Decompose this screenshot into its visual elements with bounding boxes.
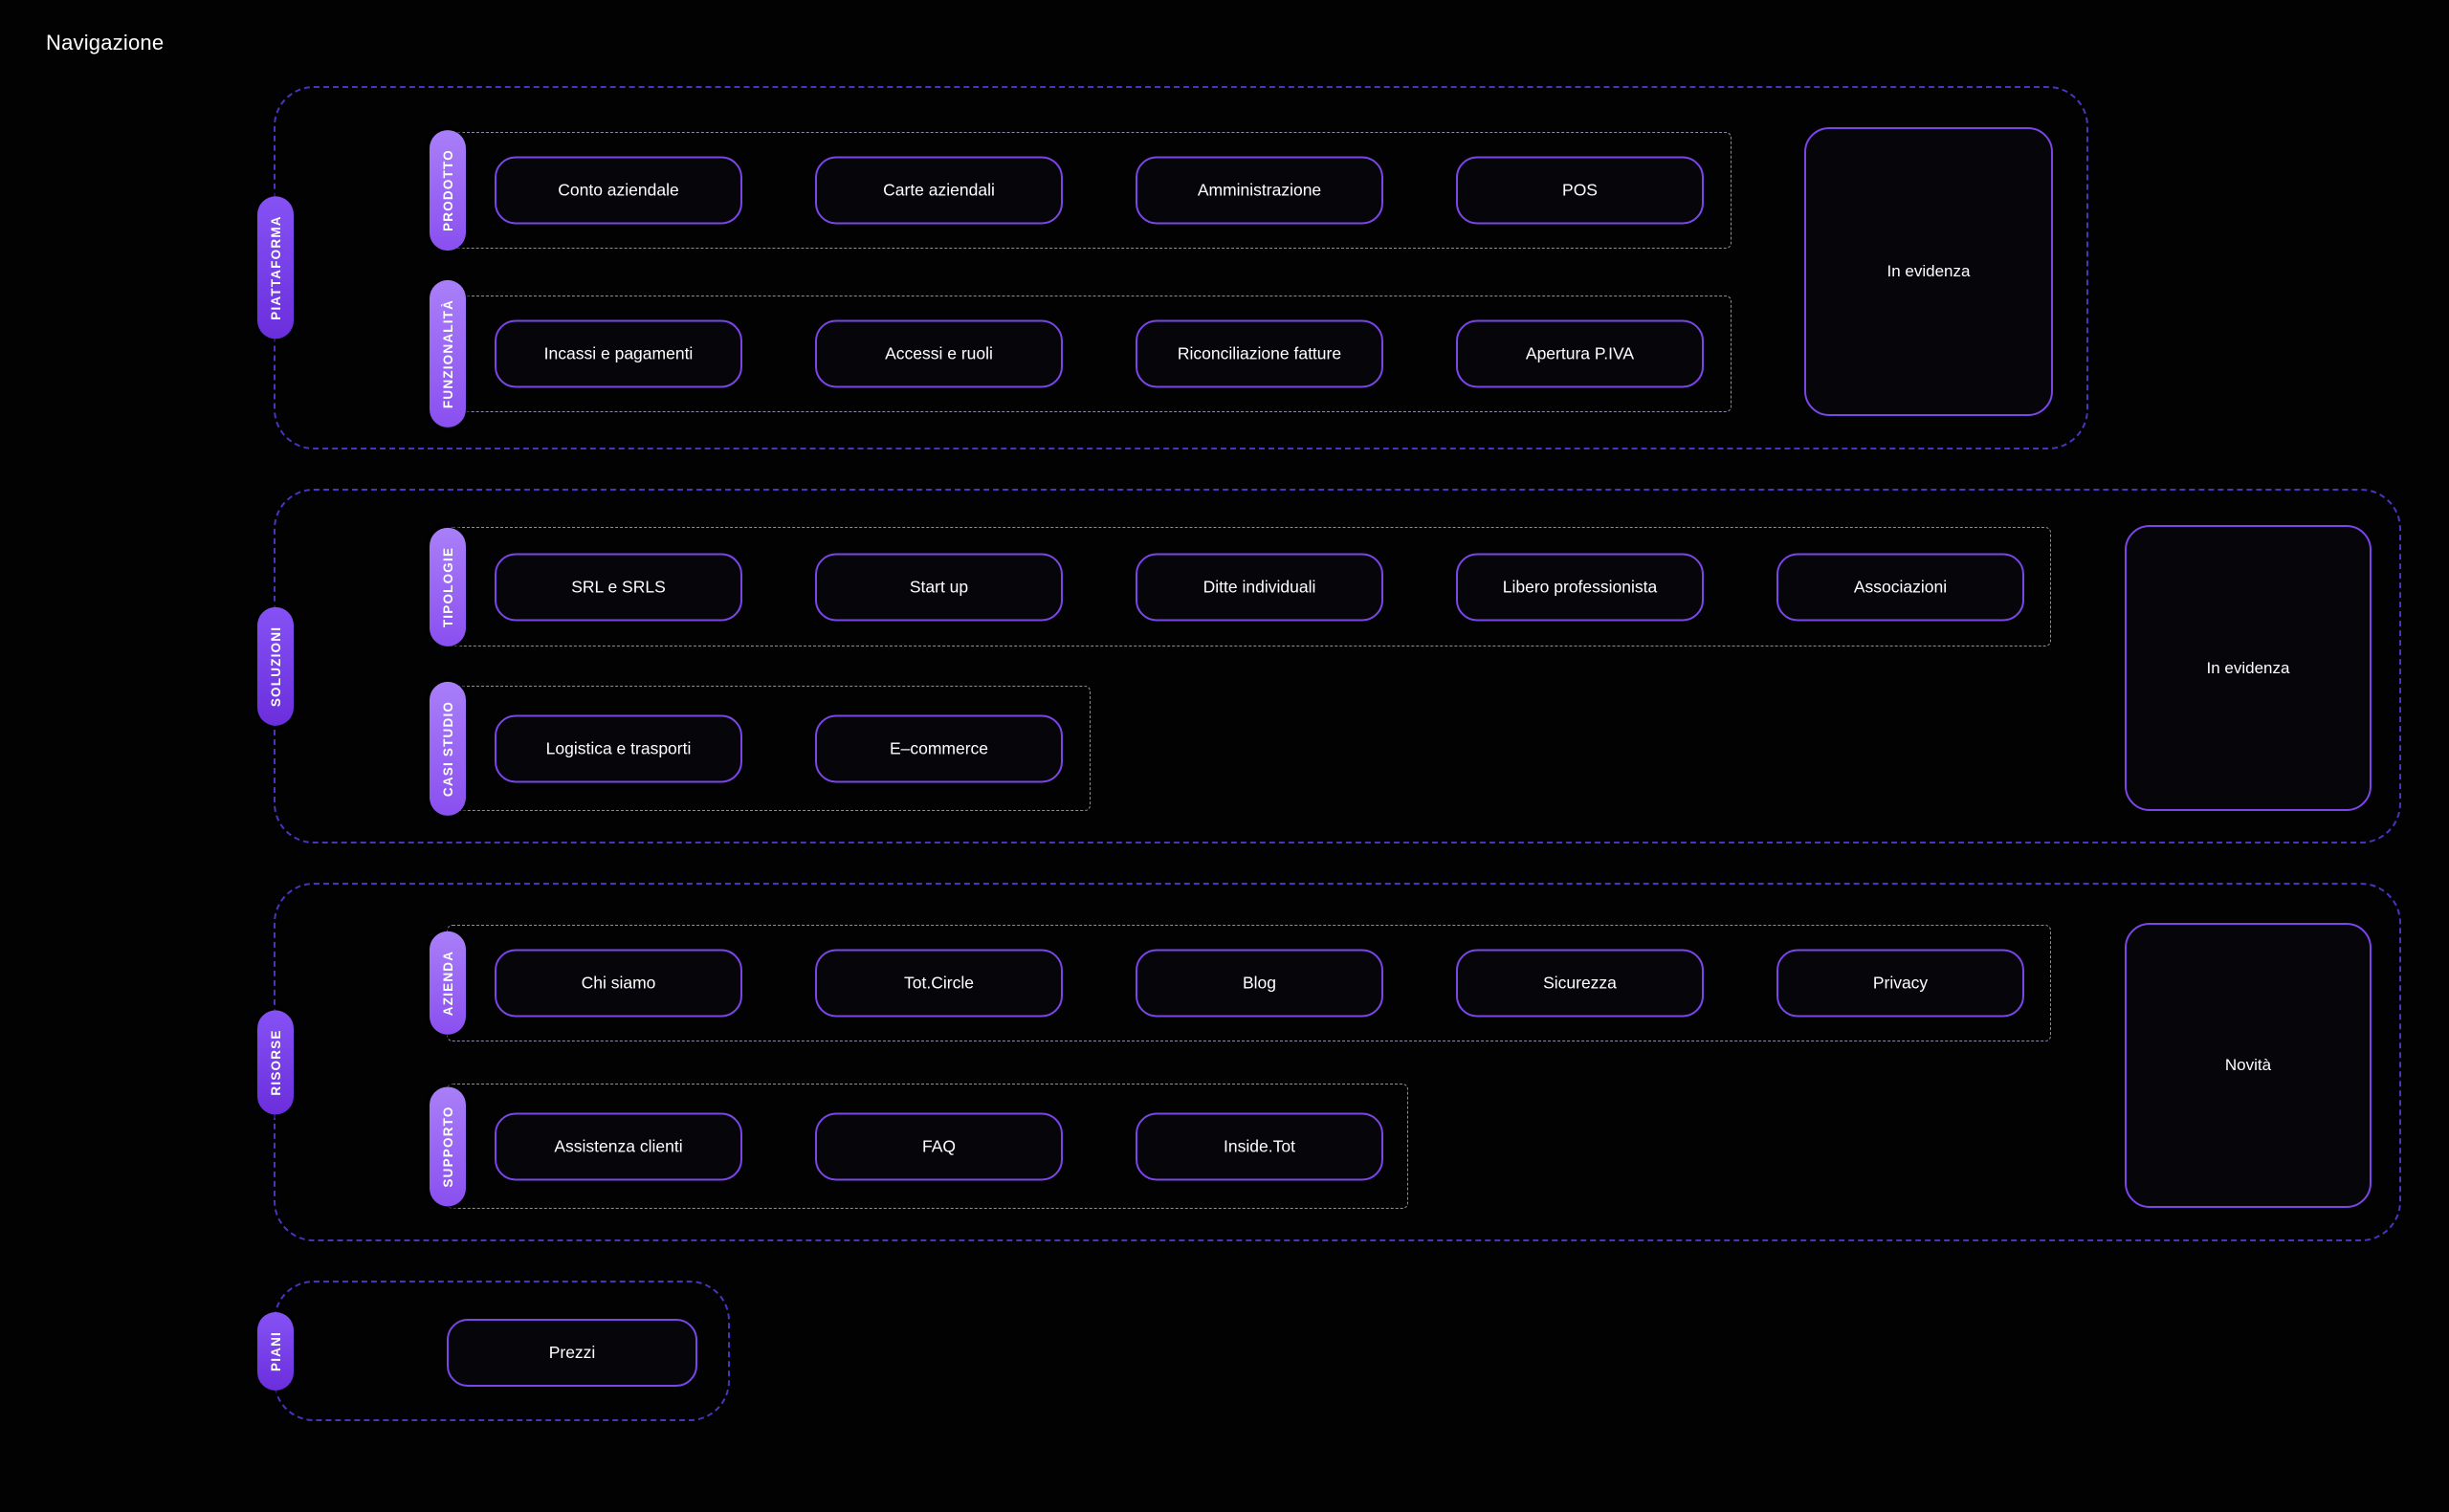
link-chi-siamo[interactable]: Chi siamo bbox=[495, 949, 742, 1018]
link-blog[interactable]: Blog bbox=[1136, 949, 1383, 1018]
row-prodotto: PRODOTTO Conto aziendale Carte aziendali… bbox=[430, 130, 1732, 251]
featured-card-piattaforma[interactable]: In evidenza bbox=[1804, 127, 2053, 416]
section-label-pill: PIANI bbox=[257, 1311, 294, 1391]
link-prezzi[interactable]: Prezzi bbox=[447, 1319, 697, 1387]
row-label: TIPOLOGIE bbox=[440, 546, 455, 627]
link-conto-aziendale[interactable]: Conto aziendale bbox=[495, 156, 742, 225]
link-tot-circle[interactable]: Tot.Circle bbox=[815, 949, 1063, 1018]
section-risorse: RISORSE AZIENDA Chi siamo Tot.Circle Blo… bbox=[257, 883, 2401, 1241]
section-label: SOLUZIONI bbox=[268, 625, 283, 707]
section-label-pill: PIATTAFORMA bbox=[257, 196, 294, 340]
link-assistenza-clienti[interactable]: Assistenza clienti bbox=[495, 1112, 742, 1180]
row-label-pill: FUNZIONALITÀ bbox=[430, 279, 466, 428]
row-tipologie: TIPOLOGIE SRL e SRLS Start up Ditte indi… bbox=[430, 527, 2051, 646]
link-privacy[interactable]: Privacy bbox=[1776, 949, 2024, 1018]
section-label: RISORSE bbox=[268, 1028, 283, 1096]
link-start-up[interactable]: Start up bbox=[815, 553, 1063, 621]
section-piani: PIANI Prezzi bbox=[257, 1281, 730, 1421]
row-label: PRODOTTO bbox=[440, 149, 455, 231]
link-accessi-e-ruoli[interactable]: Accessi e ruoli bbox=[815, 319, 1063, 388]
link-logistica-e-trasporti[interactable]: Logistica e trasporti bbox=[495, 714, 742, 782]
section-label-pill: RISORSE bbox=[257, 1009, 294, 1115]
section-label: PIANI bbox=[268, 1330, 283, 1371]
link-apertura-piva[interactable]: Apertura P.IVA bbox=[1456, 319, 1704, 388]
row-label: FUNZIONALITÀ bbox=[440, 298, 455, 409]
link-e-commerce[interactable]: E–commerce bbox=[815, 714, 1063, 782]
section-label-pill: SOLUZIONI bbox=[257, 606, 294, 726]
row-label-pill: CASI STUDIO bbox=[430, 681, 466, 816]
link-ditte-individuali[interactable]: Ditte individuali bbox=[1136, 553, 1383, 621]
row-casi-studio: CASI STUDIO Logistica e trasporti E–comm… bbox=[430, 681, 1091, 816]
link-amministrazione[interactable]: Amministrazione bbox=[1136, 156, 1383, 225]
novita-card[interactable]: Novità bbox=[2125, 923, 2372, 1208]
link-pos[interactable]: POS bbox=[1456, 156, 1704, 225]
link-srl-e-srls[interactable]: SRL e SRLS bbox=[495, 553, 742, 621]
section-soluzioni: SOLUZIONI TIPOLOGIE SRL e SRLS Start up … bbox=[257, 489, 2401, 844]
row-funzionalita: FUNZIONALITÀ Incassi e pagamenti Accessi… bbox=[430, 279, 1732, 428]
row-supporto: SUPPORTO Assistenza clienti FAQ Inside.T… bbox=[430, 1084, 1408, 1209]
link-inside-tot[interactable]: Inside.Tot bbox=[1136, 1112, 1383, 1180]
link-faq[interactable]: FAQ bbox=[815, 1112, 1063, 1180]
row-label: CASI STUDIO bbox=[440, 700, 455, 797]
page-title: Navigazione bbox=[46, 31, 165, 55]
section-piattaforma: PIATTAFORMA PRODOTTO Conto aziendale Car… bbox=[257, 86, 2088, 449]
link-associazioni[interactable]: Associazioni bbox=[1776, 553, 2024, 621]
section-label: PIATTAFORMA bbox=[268, 215, 283, 320]
link-carte-aziendali[interactable]: Carte aziendali bbox=[815, 156, 1063, 225]
row-label-pill: SUPPORTO bbox=[430, 1085, 466, 1207]
row-label-pill: PRODOTTO bbox=[430, 130, 466, 251]
row-label: SUPPORTO bbox=[440, 1105, 455, 1188]
row-label-pill: AZIENDA bbox=[430, 931, 466, 1036]
link-libero-professionista[interactable]: Libero professionista bbox=[1456, 553, 1704, 621]
row-azienda: AZIENDA Chi siamo Tot.Circle Blog Sicure… bbox=[430, 925, 2051, 1041]
row-label-pill: TIPOLOGIE bbox=[430, 527, 466, 646]
row-label: AZIENDA bbox=[440, 950, 455, 1017]
link-riconciliazione-fatture[interactable]: Riconciliazione fatture bbox=[1136, 319, 1383, 388]
link-sicurezza[interactable]: Sicurezza bbox=[1456, 949, 1704, 1018]
link-incassi-e-pagamenti[interactable]: Incassi e pagamenti bbox=[495, 319, 742, 388]
featured-card-soluzioni[interactable]: In evidenza bbox=[2125, 525, 2372, 811]
